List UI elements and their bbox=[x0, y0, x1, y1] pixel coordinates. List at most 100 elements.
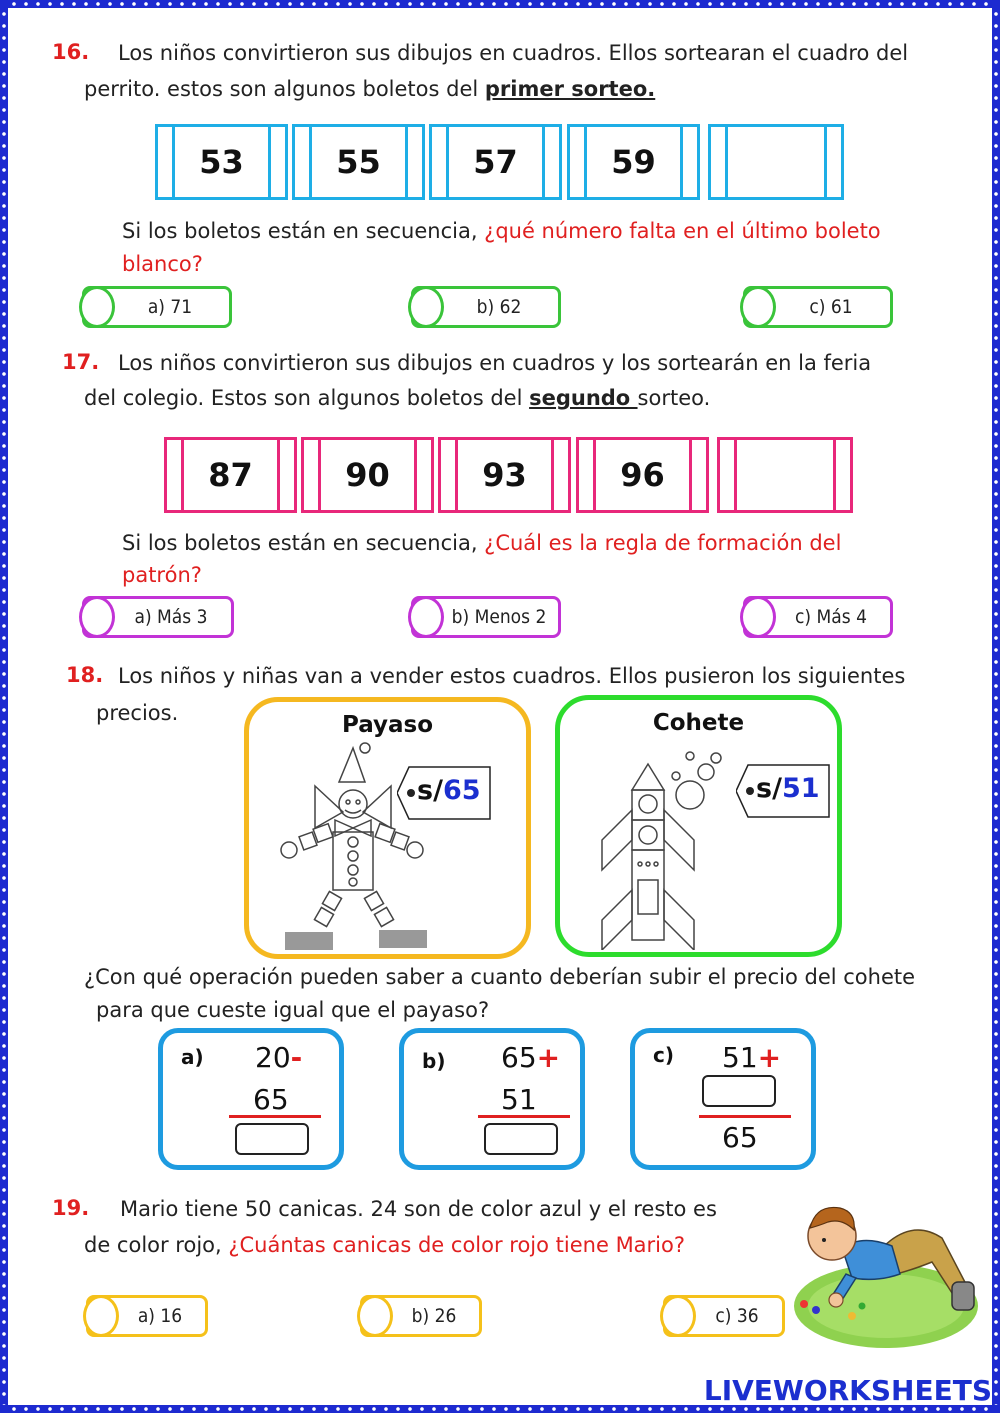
radio-circle-icon[interactable] bbox=[357, 1295, 393, 1337]
operation-top: 65+ bbox=[501, 1041, 560, 1074]
q16-text-emphasis: primer sorteo. bbox=[484, 77, 656, 101]
liveworksheets-watermark: LIVEWORKSHEETS bbox=[703, 1374, 992, 1407]
operand: 20 bbox=[255, 1041, 291, 1074]
ticket-number bbox=[711, 127, 841, 197]
answer-input[interactable] bbox=[702, 1075, 776, 1107]
ticket-number: 55 bbox=[336, 143, 381, 181]
radio-circle-icon[interactable] bbox=[660, 1295, 696, 1337]
question-19-text-line1: Mario tiene 50 canicas. 24 son de color … bbox=[120, 1197, 717, 1221]
q16-option-b[interactable]: b) 62 bbox=[408, 286, 561, 328]
question-18-prompt-line1: ¿Con qué operación pueden saber a cuanto… bbox=[84, 965, 916, 989]
operation-a[interactable]: a) 20- 65 bbox=[158, 1028, 344, 1170]
operator: + bbox=[757, 1041, 782, 1074]
q16-option-a[interactable]: a) 71 bbox=[79, 286, 232, 328]
q16-ticket-4: 59 bbox=[567, 124, 700, 200]
q17-ticket-3: 93 bbox=[438, 437, 571, 513]
price-value: 51 bbox=[781, 773, 820, 804]
question-18-prompt-line2: para que cueste igual que el payaso? bbox=[96, 998, 490, 1022]
radio-circle-icon[interactable] bbox=[79, 286, 115, 328]
sum-line bbox=[229, 1115, 321, 1118]
q17-option-a[interactable]: a) Más 3 bbox=[79, 596, 234, 638]
option-label: b) 26 bbox=[411, 1305, 457, 1327]
q17-ticket-2: 90 bbox=[301, 437, 434, 513]
operation-label: b) bbox=[422, 1049, 446, 1073]
question-18-text-line2: precios. bbox=[96, 701, 179, 725]
radio-circle-icon[interactable] bbox=[79, 596, 115, 638]
q17-option-b[interactable]: b) Menos 2 bbox=[408, 596, 561, 638]
option-label: a) 71 bbox=[147, 296, 193, 318]
ticket-number: 96 bbox=[620, 456, 665, 494]
question-16-prompt-line2: blanco? bbox=[122, 252, 203, 276]
q17-option-c[interactable]: c) Más 4 bbox=[740, 596, 893, 638]
frame-dots-right bbox=[992, 8, 1000, 1405]
sum-line bbox=[478, 1115, 570, 1118]
operation-bottom: 51 bbox=[501, 1083, 537, 1116]
q16-prompt-plain: Si los boletos están en secuencia, bbox=[122, 219, 485, 243]
option-label: a) Más 3 bbox=[134, 606, 208, 628]
q17-ticket-4: 96 bbox=[576, 437, 709, 513]
operator: + bbox=[536, 1041, 561, 1074]
operation-top: 20- bbox=[255, 1041, 302, 1074]
q17-text-post: sorteo. bbox=[637, 386, 711, 410]
operand: 51 bbox=[722, 1041, 758, 1074]
payaso-title: Payaso bbox=[341, 712, 434, 738]
option-label: b) 62 bbox=[476, 296, 522, 318]
q19-text-red: ¿Cuántas canicas de color rojo tiene Mar… bbox=[228, 1233, 686, 1257]
q19-option-a[interactable]: a) 16 bbox=[83, 1295, 208, 1337]
ticket-number: 57 bbox=[473, 143, 518, 181]
question-16-prompt: Si los boletos están en secuencia, ¿qué … bbox=[122, 214, 922, 248]
boy-playing-marbles-illustration bbox=[794, 1206, 978, 1348]
cohete-title: Cohete bbox=[652, 710, 745, 736]
q17-text-emphasis: segundo bbox=[529, 386, 638, 410]
question-16-text-line2: perrito. estos son algunos boletos del p… bbox=[84, 72, 944, 106]
q17-ticket-blank bbox=[717, 437, 853, 513]
q19-option-b[interactable]: b) 26 bbox=[357, 1295, 482, 1337]
currency-symbol: s/ bbox=[756, 773, 782, 804]
q19-text-plain: de color rojo, bbox=[84, 1233, 229, 1257]
rocket-drawing bbox=[601, 751, 722, 950]
operation-label: c) bbox=[653, 1043, 674, 1067]
ticket-number bbox=[720, 440, 850, 510]
answer-input[interactable] bbox=[484, 1123, 558, 1155]
q16-ticket-2: 55 bbox=[292, 124, 425, 200]
question-17-number: 17. bbox=[62, 350, 100, 374]
option-label: a) 16 bbox=[137, 1305, 183, 1327]
radio-circle-icon[interactable] bbox=[408, 286, 444, 328]
question-18-number: 18. bbox=[66, 663, 104, 687]
q16-text-plain: perrito. estos son algunos boletos del bbox=[84, 77, 485, 101]
question-19-text-line2: de color rojo, ¿Cuántas canicas de color… bbox=[84, 1228, 804, 1262]
q16-ticket-blank[interactable] bbox=[708, 124, 844, 200]
frame-dots-left bbox=[0, 8, 8, 1405]
answer-input[interactable] bbox=[235, 1123, 309, 1155]
radio-circle-icon[interactable] bbox=[408, 596, 444, 638]
frame-dots-bottom bbox=[8, 1405, 992, 1413]
option-label: c) Más 4 bbox=[795, 606, 867, 628]
q16-ticket-3: 57 bbox=[429, 124, 562, 200]
cohete-price-tag: s/51 bbox=[736, 763, 831, 819]
frame-dots-top bbox=[8, 0, 992, 8]
question-17-prompt-line2: patrón? bbox=[122, 563, 202, 587]
operation-top: 51+ bbox=[722, 1041, 781, 1074]
q19-option-c[interactable]: c) 36 bbox=[660, 1295, 785, 1337]
radio-circle-icon[interactable] bbox=[740, 596, 776, 638]
question-19-number: 19. bbox=[52, 1196, 90, 1220]
q17-prompt-plain: Si los boletos están en secuencia, bbox=[122, 531, 485, 555]
radio-circle-icon[interactable] bbox=[83, 1295, 119, 1337]
cohete-price: s/51 bbox=[756, 773, 820, 804]
currency-symbol: s/ bbox=[417, 775, 443, 806]
cohete-card: Cohete s/51 bbox=[555, 695, 842, 957]
payaso-price-tag: s/65 bbox=[397, 765, 492, 821]
radio-circle-icon[interactable] bbox=[740, 286, 776, 328]
q16-prompt-red: ¿qué número falta en el último boleto bbox=[484, 219, 881, 243]
ticket-number: 93 bbox=[482, 456, 527, 494]
question-17-text-line1: Los niños convirtieron sus dibujos en cu… bbox=[118, 351, 872, 375]
price-value: 65 bbox=[442, 775, 481, 806]
q17-text-plain: del colegio. Estos son algunos boletos d… bbox=[84, 386, 530, 410]
operand: 65 bbox=[501, 1041, 537, 1074]
operation-b[interactable]: b) 65+ 51 bbox=[399, 1028, 585, 1170]
ticket-number: 53 bbox=[199, 143, 244, 181]
ticket-number: 59 bbox=[611, 143, 656, 181]
q16-option-c[interactable]: c) 61 bbox=[740, 286, 893, 328]
operation-c[interactable]: c) 51+ 65 bbox=[630, 1028, 816, 1170]
ticket-number: 90 bbox=[345, 456, 390, 494]
